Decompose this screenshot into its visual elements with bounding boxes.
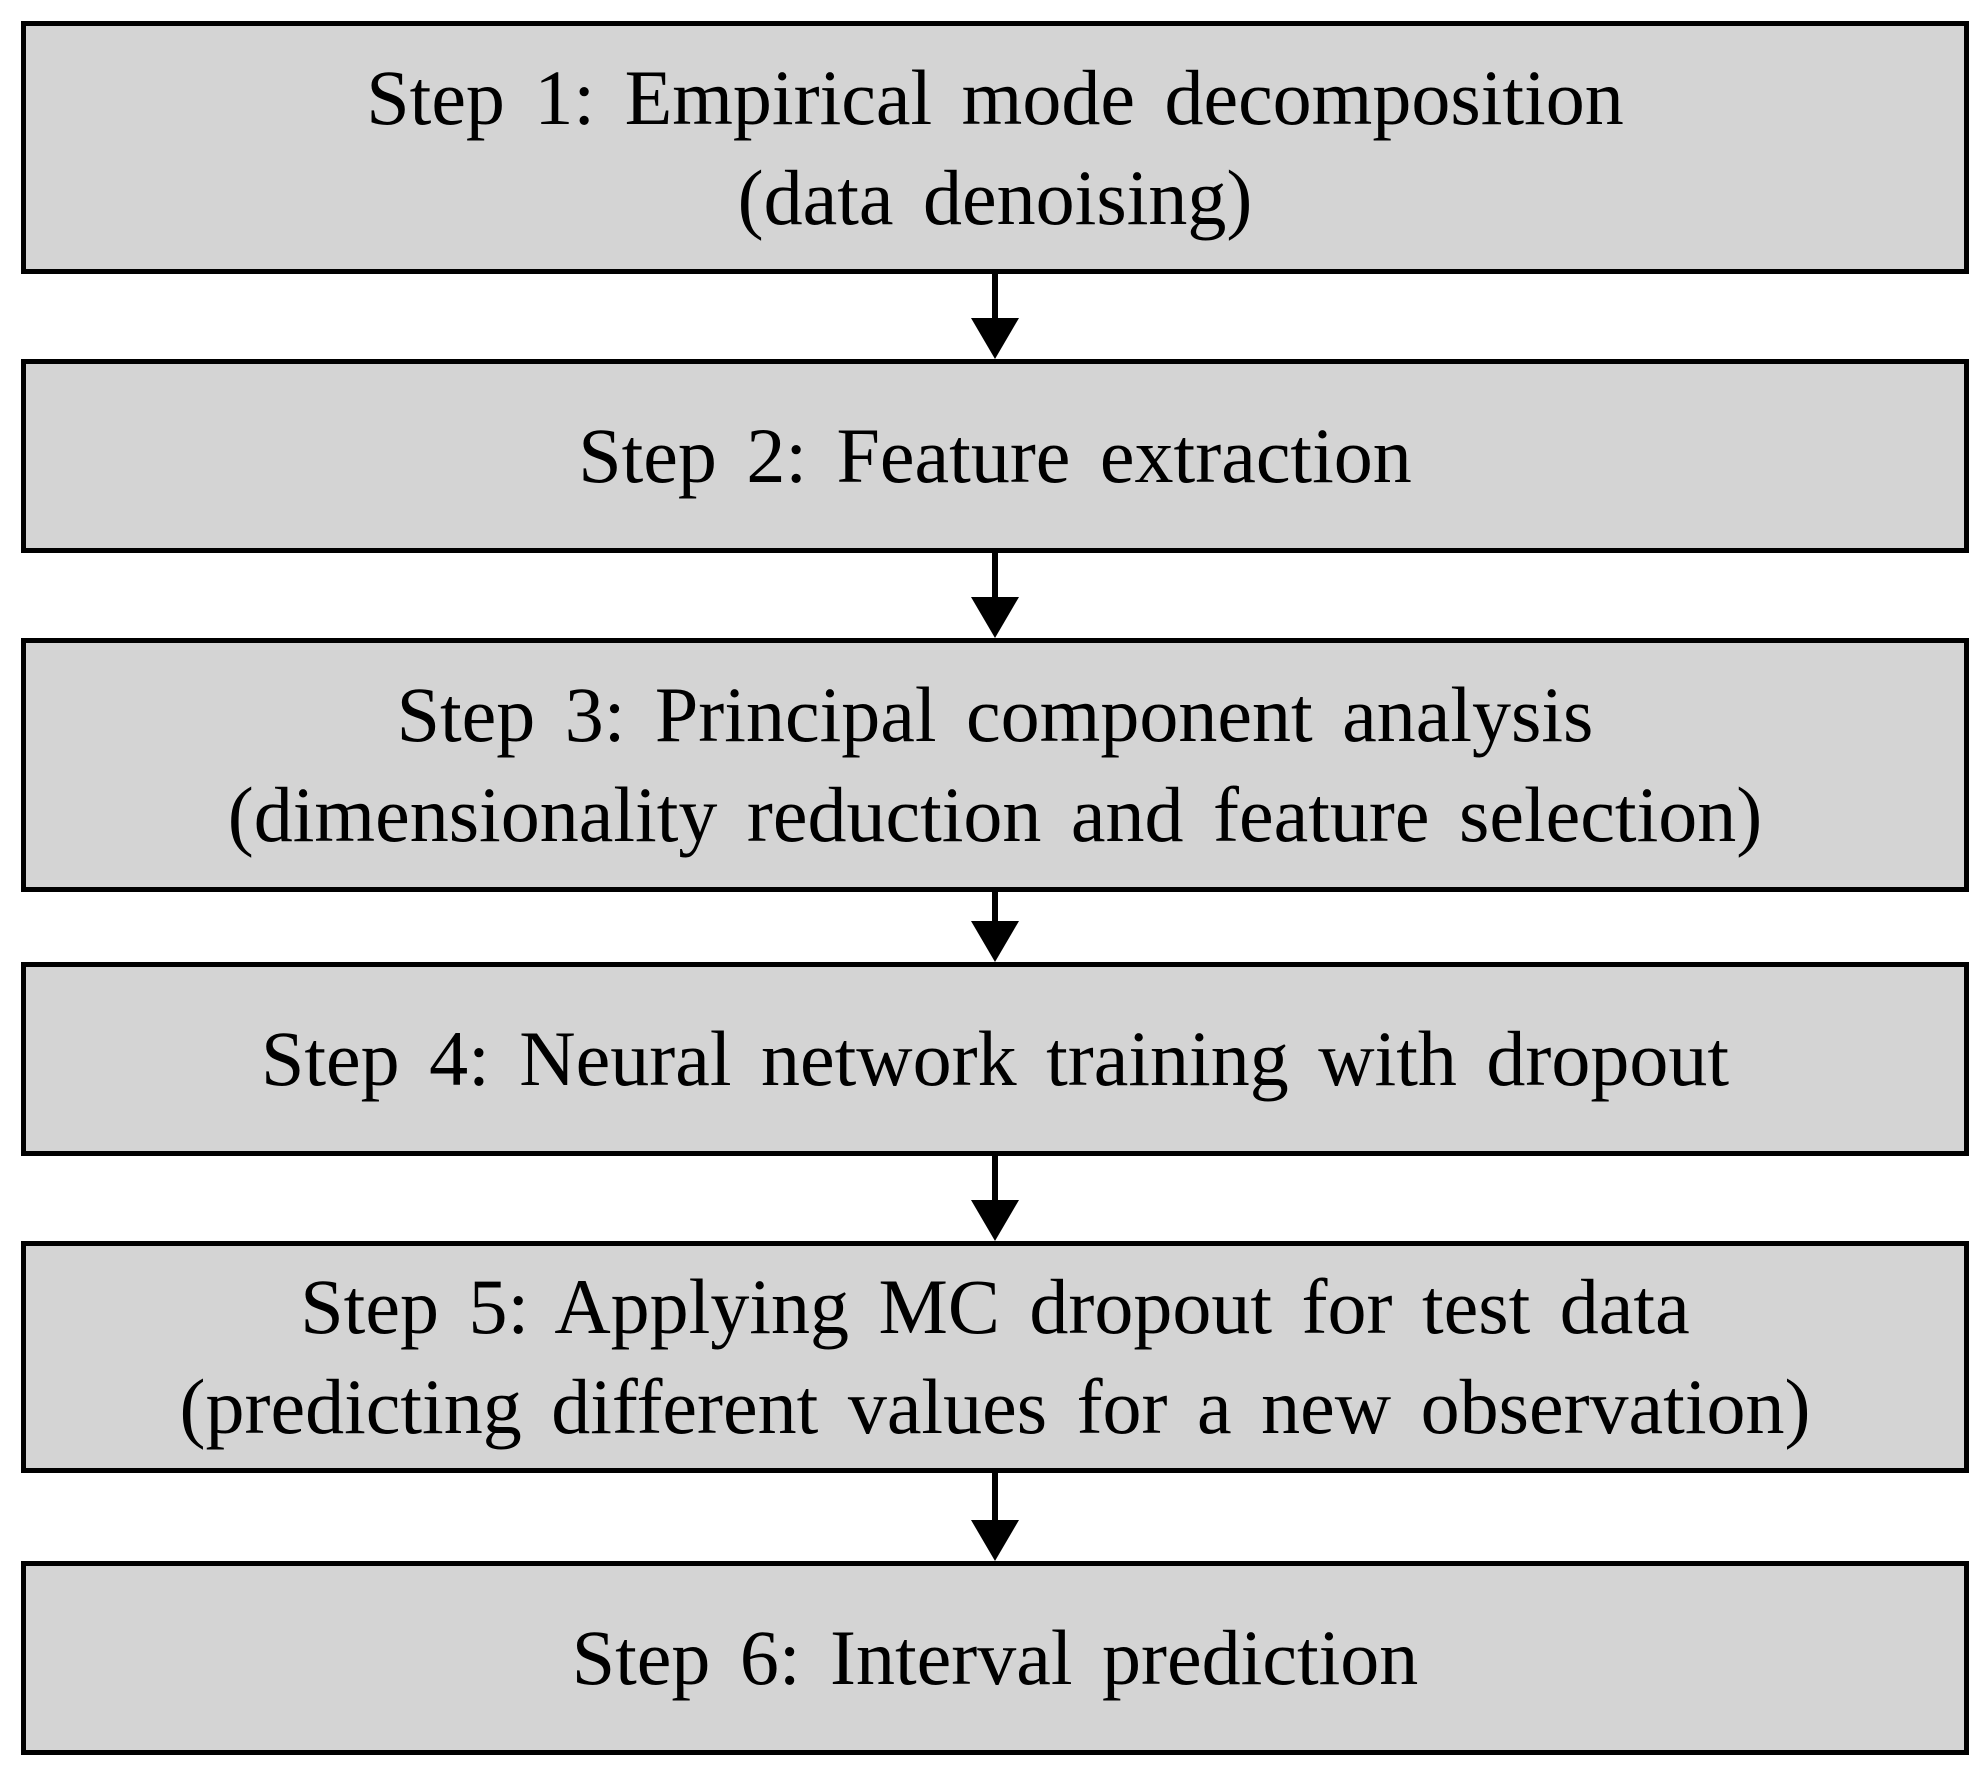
- step-2-box: Step 2: Feature extraction: [21, 359, 1969, 553]
- step-6-box: Step 6: Interval prediction: [21, 1561, 1969, 1755]
- step-3-subtitle: (dimensionality reduction and feature se…: [227, 771, 1763, 858]
- arrowhead-2-3: [971, 597, 1019, 638]
- step-5-subtitle: (predicting different values for a new o…: [179, 1363, 1811, 1450]
- step-4-box: Step 4: Neural network training with dro…: [21, 962, 1969, 1156]
- arrowhead-3-4: [971, 921, 1019, 962]
- arrowhead-1-2: [971, 318, 1019, 359]
- arrowhead-4-5: [971, 1200, 1019, 1241]
- step-3-title: Step 3: Principal component analysis: [396, 671, 1594, 758]
- step-2-title: Step 2: Feature extraction: [578, 412, 1412, 499]
- arrowhead-5-6: [971, 1520, 1019, 1561]
- step-6-title: Step 6: Interval prediction: [571, 1614, 1419, 1701]
- step-1-subtitle: (data denoising): [737, 153, 1253, 241]
- step-5-box: Step 5: Applying MC dropout for test dat…: [21, 1241, 1969, 1473]
- step-5-title: Step 5: Applying MC dropout for test dat…: [300, 1263, 1690, 1350]
- step-1-box: Step 1: Empirical mode decomposition (da…: [21, 21, 1969, 274]
- step-1-title: Step 1: Empirical mode decomposition: [366, 53, 1624, 141]
- step-4-title: Step 4: Neural network training with dro…: [260, 1015, 1730, 1102]
- step-3-box: Step 3: Principal component analysis (di…: [21, 638, 1969, 892]
